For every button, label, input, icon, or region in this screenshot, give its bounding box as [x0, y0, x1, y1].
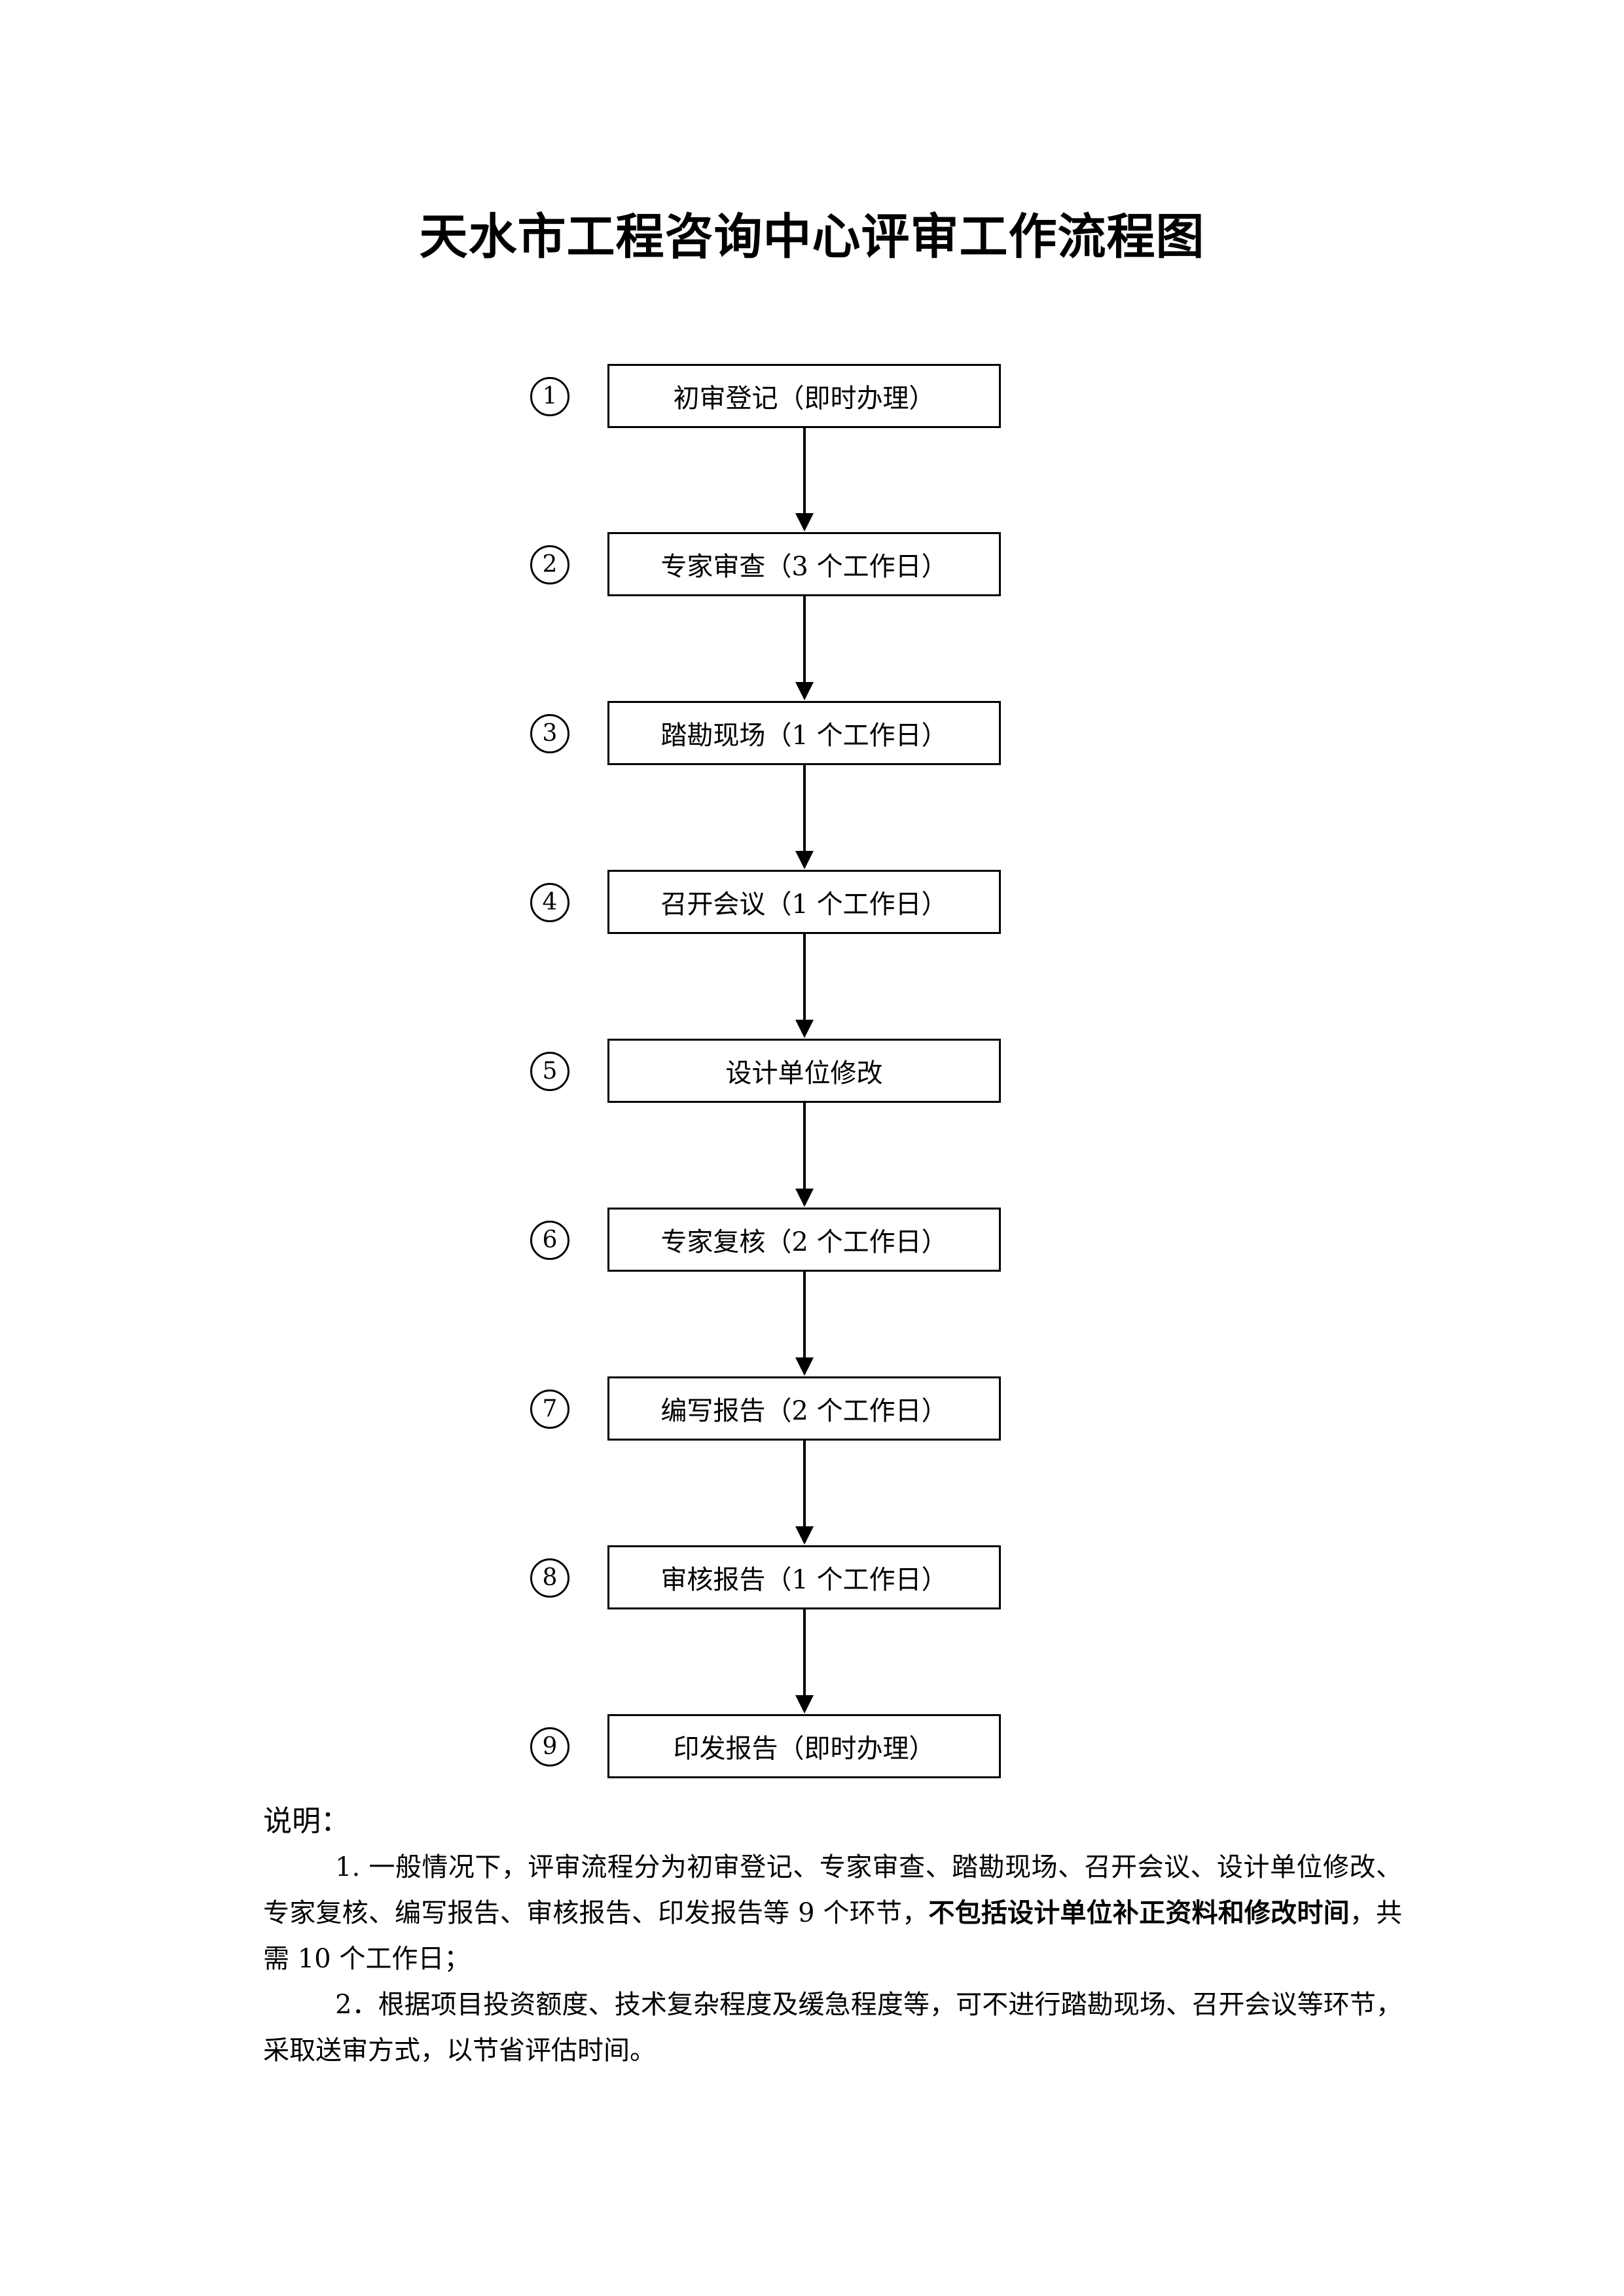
- step-box-5: 设计单位修改: [607, 1039, 1001, 1103]
- step-box-9: 印发报告（即时办理）: [607, 1714, 1001, 1778]
- step-box-4: 召开会议（1 个工作日）: [607, 870, 1001, 934]
- note-item-1: 1. 一般情况下，评审流程分为初审登记、专家审查、踏勘现场、召开会议、设计单位修…: [263, 1844, 1402, 1982]
- step-number-5: 5: [530, 1052, 569, 1091]
- step-label-1: 初审登记（即时办理）: [673, 384, 935, 414]
- step-label-6: 专家复核（2 个工作日）: [660, 1227, 948, 1257]
- arrow-2-3: [795, 596, 814, 700]
- step-number-2: 2: [530, 545, 569, 584]
- step-box-3: 踏勘现场（1 个工作日）: [607, 701, 1001, 765]
- note-1-tail: ，共需 10 个工作日；: [263, 1898, 1402, 1974]
- step-box-8: 审核报告（1 个工作日）: [607, 1545, 1001, 1609]
- note-1-text: 1. 一般情况下，评审流程分为初审登记、专家审查、踏勘现场、召开会议、设计单位修…: [263, 1852, 1402, 1928]
- step-label-9: 印发报告（即时办理）: [673, 1734, 935, 1764]
- step-box-6: 专家复核（2 个工作日）: [607, 1208, 1001, 1272]
- step-number-1: 1: [530, 377, 569, 416]
- notes-heading: 说明：: [263, 1804, 350, 1838]
- step-number-8: 8: [530, 1558, 569, 1598]
- arrow-6-7: [795, 1272, 814, 1376]
- page-title: 天水市工程咨询中心评审工作流程图: [419, 209, 1205, 265]
- arrow-8-9: [795, 1609, 814, 1713]
- step-number-4: 4: [530, 883, 569, 922]
- note-1-emphasis: 不包括设计单位补正资料和修改时间: [928, 1898, 1350, 1928]
- step-label-7: 编写报告（2 个工作日）: [660, 1396, 948, 1426]
- step-box-1: 初审登记（即时办理）: [607, 364, 1001, 428]
- step-label-8: 审核报告（1 个工作日）: [660, 1565, 948, 1595]
- arrow-4-5: [795, 934, 814, 1038]
- step-number-7: 7: [530, 1390, 569, 1429]
- step-label-4: 召开会议（1 个工作日）: [660, 889, 948, 920]
- step-box-7: 编写报告（2 个工作日）: [607, 1376, 1001, 1441]
- notes-section: 说明： 1. 一般情况下，评审流程分为初审登记、专家审查、踏勘现场、召开会议、设…: [263, 1799, 1402, 2073]
- step-label-2: 专家审查（3 个工作日）: [660, 552, 948, 582]
- step-label-5: 设计单位修改: [725, 1058, 883, 1088]
- step-label-3: 踏勘现场（1 个工作日）: [660, 721, 948, 751]
- note-item-2: 2．根据项目投资额度、技术复杂程度及缓急程度等，可不进行踏勘现场、召开会议等环节…: [263, 1990, 1402, 2066]
- step-number-3: 3: [530, 714, 569, 753]
- arrow-3-4: [795, 765, 814, 869]
- step-box-2: 专家审查（3 个工作日）: [607, 532, 1001, 596]
- arrow-5-6: [795, 1103, 814, 1207]
- step-number-6: 6: [530, 1221, 569, 1260]
- arrow-1-2: [795, 428, 814, 531]
- arrow-7-8: [795, 1441, 814, 1545]
- step-number-9: 9: [530, 1727, 569, 1767]
